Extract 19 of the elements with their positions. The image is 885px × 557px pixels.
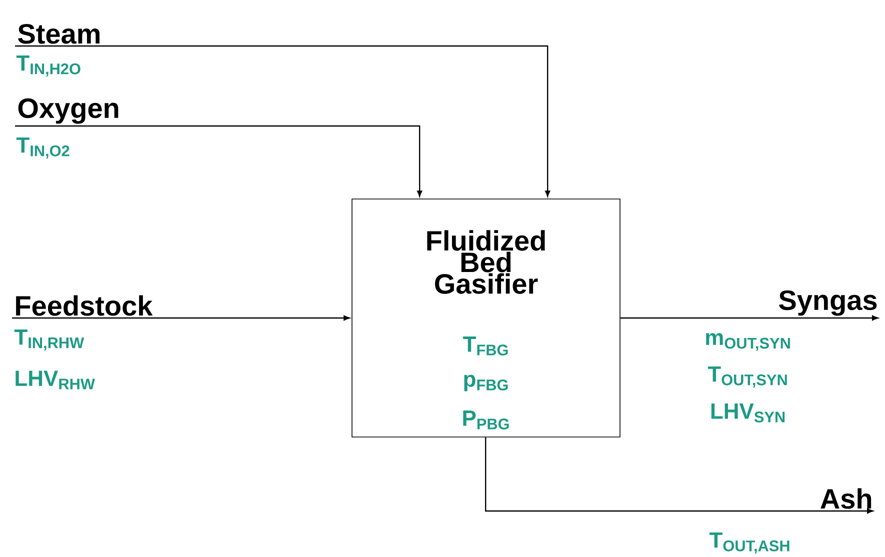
stream-label: Feedstock (16, 295, 153, 316)
variable-label: m$_{OUT,SYN}$ (706, 333, 790, 351)
process-box: Fluidized Bed Gasifier T$_{FBG}$ p$_{FBG}$ P$_{PBG}$ (352, 198, 620, 438)
variable-label: T$_{OUT,SYN}$ (708, 366, 787, 388)
variable-label: LHV$_{SYN}$ (711, 404, 785, 422)
variable-label: T$_{IN,H2O}$ (16, 55, 80, 77)
variable-label: T$_{IN,O2}$ (16, 137, 70, 159)
stream-label: Ash (820, 488, 872, 509)
stream-label: Oxygen (18, 98, 118, 124)
arrow (485, 437, 874, 514)
arrow (620, 315, 878, 321)
variable-label: T$_{IN,RHW}$ (14, 330, 84, 350)
arrow (15, 45, 550, 197)
stream-label: Steam (18, 24, 100, 44)
arrow (12, 315, 350, 321)
arrow (15, 125, 422, 197)
variable-label: T$_{OUT,ASH}$ (710, 532, 790, 554)
variable-label: LHV$_{RHW}$ (16, 370, 95, 390)
stream-label: Syngas (779, 290, 877, 316)
